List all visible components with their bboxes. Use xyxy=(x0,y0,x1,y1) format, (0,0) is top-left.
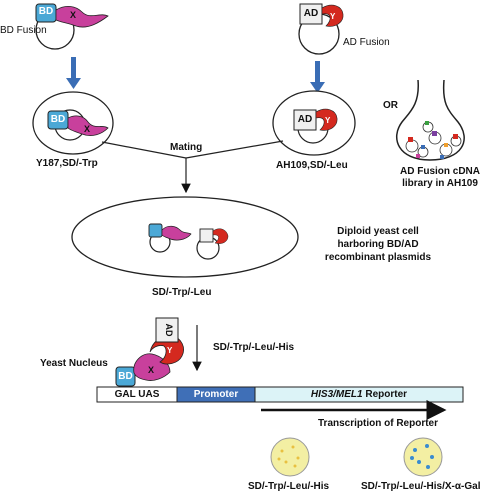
blue-arrow-right xyxy=(310,61,325,93)
x-protein-shape xyxy=(55,6,109,28)
dna-reporter-construct xyxy=(96,386,464,403)
bd-bound-box xyxy=(115,366,136,387)
y-protein-shape xyxy=(321,4,344,27)
yeast-nucleus-label: Yeast Nucleus xyxy=(40,358,108,369)
mating-lines xyxy=(101,140,284,194)
diploid-cell xyxy=(71,196,299,278)
plate2-label: SD/-Trp/-Leu/-His/X-α-Gal xyxy=(361,481,481,492)
reporter-suffix: Reporter xyxy=(362,389,408,400)
y187-strain-label: Y187,SD/-Trp xyxy=(36,158,98,169)
bd-tag-nucleus: BD xyxy=(118,371,133,382)
y187-cell xyxy=(32,91,114,155)
diploid-desc-line2: harboring BD/AD xyxy=(337,239,419,250)
cdna-library-flask xyxy=(396,79,465,161)
ad-fusion-label: AD Fusion xyxy=(343,37,390,48)
mating-label: Mating xyxy=(170,142,203,153)
plate-his xyxy=(270,437,310,477)
ah109-strain-label: AH109,SD/-Leu xyxy=(276,160,348,171)
x-tag-cell: X xyxy=(84,124,91,134)
ad-tag-nucleus: AD xyxy=(164,323,174,337)
reporter-segment xyxy=(254,386,464,403)
bd-tag-top: BD xyxy=(38,6,54,17)
diploid-medium-label: SD/-Trp/-Leu xyxy=(152,287,212,298)
reporter-gene-names: HIS3/MEL1 xyxy=(310,389,363,400)
plate1-label: SD/-Trp/-Leu/-His xyxy=(248,481,330,492)
library-label-line2: library in AH109 xyxy=(402,178,478,189)
selection-medium-label: SD/-Trp/-Leu/-His xyxy=(213,342,295,353)
transcription-label: Transcription of Reporter xyxy=(318,418,439,429)
y-tag-cell: Y xyxy=(325,116,331,125)
ad-bound-box xyxy=(155,317,179,343)
ad-tag-top: AD xyxy=(303,8,319,19)
library-label-line1: AD Fusion cDNA xyxy=(400,166,480,177)
or-label: OR xyxy=(383,100,398,111)
y-tag-top: Y xyxy=(330,12,336,21)
y-tag-nucleus: Y xyxy=(167,346,173,355)
promoter-label: Promoter xyxy=(193,389,239,400)
x-tag-nucleus: X xyxy=(148,365,155,375)
two-hybrid-complex xyxy=(115,317,184,387)
gal-uas-label: GAL UAS xyxy=(114,389,160,400)
diploid-desc-line1: Diploid yeast cell xyxy=(337,226,419,237)
bd-fusion-plasmid xyxy=(35,3,109,50)
ad-fusion-plasmid xyxy=(298,3,344,55)
ad-tag-cell: AD xyxy=(297,114,313,125)
bd-fusion-label: BD Fusion xyxy=(0,25,47,36)
reporter-label: HIS3/MEL1 Reporter xyxy=(255,389,463,401)
diploid-desc-line3: recombinant plasmids xyxy=(324,252,432,263)
ah109-cell xyxy=(272,90,356,156)
blue-arrow-left xyxy=(66,57,81,89)
bd-tag-cell: BD xyxy=(50,114,66,125)
x-bound-shape xyxy=(133,353,171,381)
x-tag-top: X xyxy=(70,10,77,20)
plate-x-alpha-gal xyxy=(403,437,443,477)
